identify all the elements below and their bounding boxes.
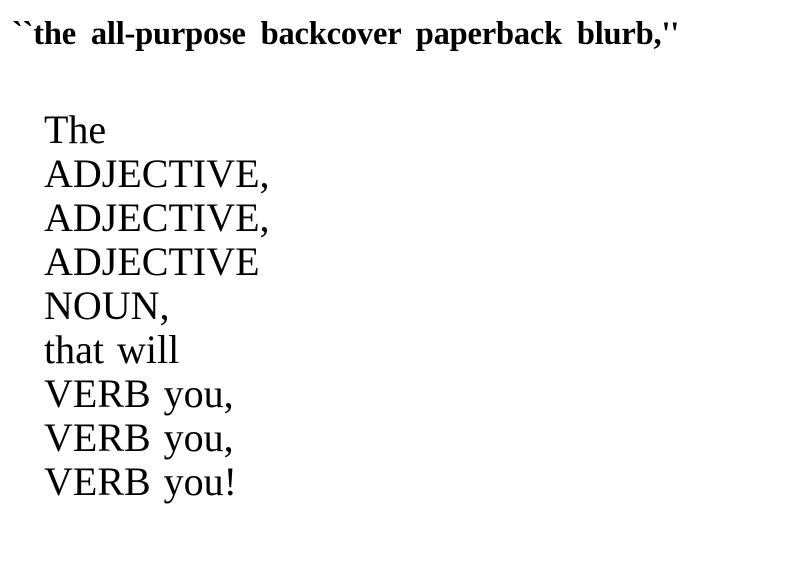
page-caption: ``the all-purpose backcover paperback bl…	[12, 16, 680, 52]
verse-line: VERB you!	[44, 459, 237, 504]
verse-line: VERB you,	[44, 371, 234, 416]
verse-line: ADJECTIVE,	[44, 195, 270, 240]
verse-block: The ADJECTIVE, ADJECTIVE, ADJECTIVE NOUN…	[44, 108, 644, 504]
verse-line: ADJECTIVE,	[44, 151, 270, 196]
verse-line: ADJECTIVE	[44, 239, 260, 284]
verse-line: NOUN,	[44, 283, 170, 328]
verse-line: The	[44, 107, 107, 152]
verse-line: VERB you,	[44, 415, 234, 460]
verse-line: that will	[44, 327, 180, 372]
